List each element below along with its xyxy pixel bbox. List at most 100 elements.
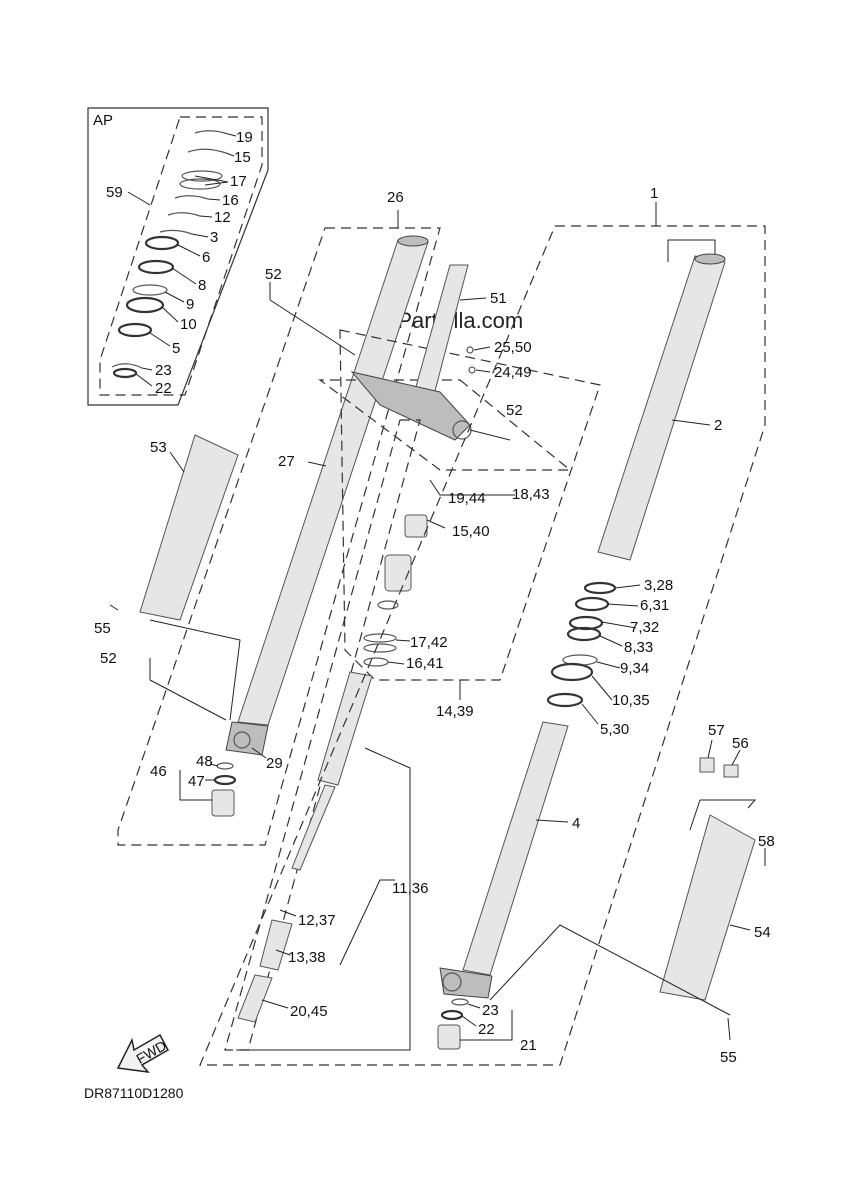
leader-24-49 — [475, 369, 491, 373]
bolt-25-50 — [466, 346, 474, 354]
ring-17-42b — [363, 643, 397, 653]
leader-20-45 — [261, 999, 289, 1009]
inner-rod-group: 12,37 13,38 20,45 11,36 — [224, 419, 428, 1051]
leader-ap22 — [135, 373, 153, 387]
callout-22: 22 — [478, 1021, 495, 1038]
leader-27 — [307, 461, 327, 467]
inner-tube-2-top — [694, 253, 726, 265]
right-fork-assembly: 1 2 3,28 6,31 7,32 8,33 9,34 10,35 5,30 — [199, 185, 766, 1066]
outer-tube-4 — [462, 721, 569, 976]
ap-oring-part — [159, 229, 193, 235]
callout-8-33: 8,33 — [624, 639, 653, 656]
ap-part-22 — [112, 367, 138, 379]
callout-25-50: 25,50 — [494, 339, 532, 356]
ap-kit-group: AP 19 15 17 16 — [87, 107, 269, 406]
callout-ap16: 16 — [222, 192, 239, 209]
callout-3-28: 3,28 — [644, 577, 673, 594]
ap-washer-part — [187, 148, 227, 154]
damper-cartridge-group: 51 25,50 24,49 52 52 19,44 18,43 15,40 — [265, 264, 601, 720]
fwd-arrow-shape — [116, 1033, 170, 1074]
callout-53: 53 — [150, 439, 167, 456]
callout-ap12: 12 — [214, 209, 231, 226]
leader-52b — [149, 679, 227, 721]
leader-56 — [731, 749, 741, 766]
callout-52b: 52 — [100, 650, 117, 667]
frame-1 — [199, 225, 766, 1066]
outer-tube-27-top — [397, 235, 429, 247]
callout-59: 59 — [106, 184, 123, 201]
clip-56 — [723, 764, 739, 778]
leader-guard-to-tube — [149, 619, 241, 721]
callout-46: 46 — [150, 763, 167, 780]
bushing-6-31 — [574, 596, 610, 612]
callout-ap17: 17 — [230, 173, 247, 190]
part-20-45 — [237, 974, 273, 1023]
leader-52a — [269, 299, 356, 356]
outer-tube-27 — [237, 239, 429, 726]
leader-59 — [127, 191, 151, 206]
leader-ap10 — [161, 306, 179, 323]
callout-56: 56 — [732, 735, 749, 752]
callout-29: 29 — [266, 755, 283, 772]
callout-5-30: 5,30 — [600, 721, 629, 738]
callout-52c: 52 — [506, 402, 523, 419]
callout-47: 47 — [188, 773, 205, 790]
ap-kit-dashed-frame — [99, 116, 263, 396]
leader-ap23 — [141, 367, 153, 371]
callout-23: 23 — [482, 1002, 499, 1019]
callout-ap6: 6 — [202, 249, 210, 266]
leader-5-30 — [581, 703, 599, 725]
callout-27: 27 — [278, 453, 295, 470]
leader-ap16 — [207, 198, 221, 201]
leader-22 — [461, 1015, 477, 1027]
callout-ap15: 15 — [234, 149, 251, 166]
leader-13-38 — [275, 949, 291, 956]
callout-16-41: 16,41 — [406, 655, 444, 672]
callout-7-32: 7,32 — [630, 619, 659, 636]
ap-seal-9 — [132, 284, 168, 296]
rod-shaft — [291, 784, 336, 871]
leader-ap6 — [177, 244, 201, 257]
leader-16-41 — [387, 661, 405, 665]
leader-2 — [671, 419, 711, 426]
clamp-21 — [437, 1024, 461, 1050]
leader-11-36 — [339, 879, 395, 966]
leader-ap19 — [227, 133, 237, 137]
leader-ap8 — [171, 267, 197, 285]
callout-21: 21 — [520, 1037, 537, 1054]
callout-4: 4 — [572, 815, 580, 832]
oil-seal-10-35 — [550, 662, 594, 682]
callout-58: 58 — [758, 833, 775, 850]
callout-15-40: 15,40 — [452, 523, 490, 540]
callout-ap8: 8 — [198, 277, 206, 294]
callout-1: 1 — [650, 185, 658, 202]
callout-24-49: 24,49 — [494, 364, 532, 381]
axle-hole-29 — [233, 731, 251, 749]
bolt-57 — [699, 757, 715, 773]
leader-ap17a — [194, 175, 229, 183]
leader-55b — [727, 1017, 731, 1041]
callout-55a: 55 — [94, 620, 111, 637]
ring-17-42 — [363, 633, 397, 643]
callout-19-44: 19,44 — [448, 490, 486, 507]
ap-ring-part-a — [181, 170, 223, 182]
leader-ap3 — [191, 233, 209, 238]
bolt-24-49 — [468, 366, 476, 374]
leader-ap15 — [225, 152, 235, 157]
leader-51 — [459, 297, 487, 301]
leader-29 — [251, 747, 267, 759]
leader-ap17b — [204, 181, 229, 186]
axle-bracket-29 — [225, 721, 269, 756]
leader-53 — [169, 451, 185, 473]
washer-22 — [440, 1009, 464, 1021]
part-3-28 — [583, 581, 617, 595]
ap-kit-border — [87, 107, 269, 406]
callout-ap23: 23 — [155, 362, 172, 379]
part-16-41 — [363, 657, 389, 667]
callout-14-39: 14,39 — [436, 703, 474, 720]
callout-48: 48 — [196, 753, 213, 770]
leader-ap12 — [199, 215, 213, 218]
leader-48 — [209, 763, 219, 767]
leader-ap9 — [164, 291, 185, 303]
callout-55b: 55 — [720, 1049, 737, 1066]
